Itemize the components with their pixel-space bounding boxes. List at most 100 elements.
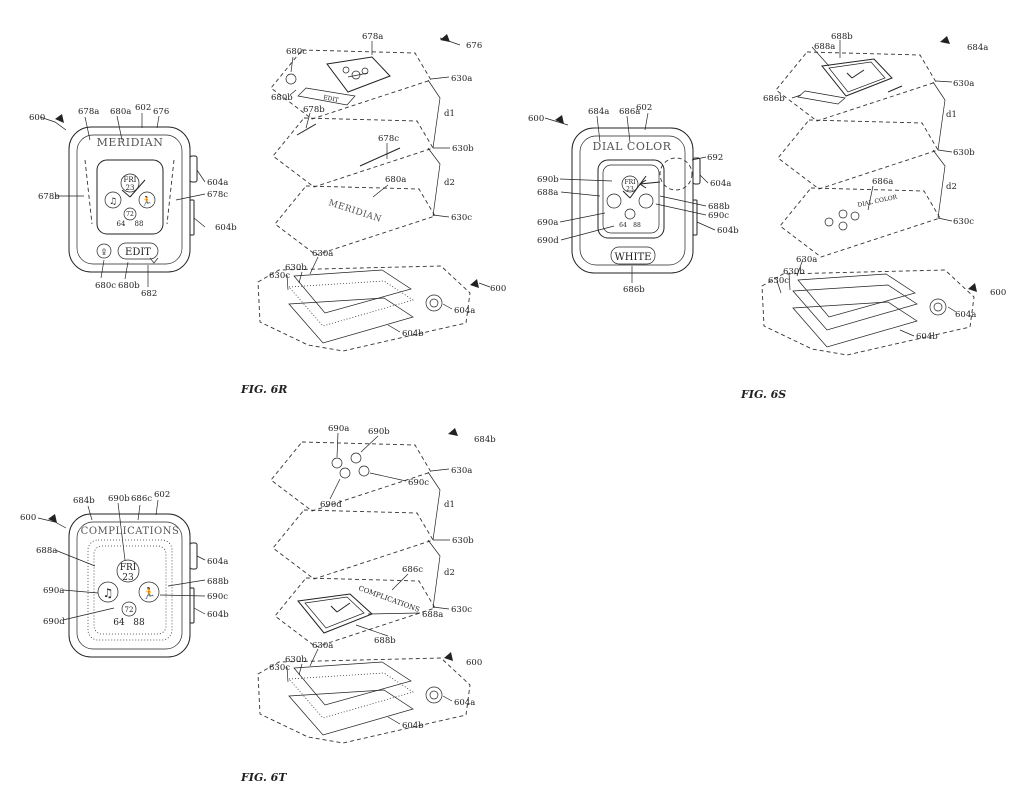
ref-684a: 684a <box>588 107 609 117</box>
ref-680c: 680c <box>286 47 307 57</box>
ref-690c: 690c <box>408 478 429 488</box>
ref-d2: d2 <box>946 182 957 192</box>
ref-602: 602 <box>135 103 151 113</box>
ref-680a: 680a <box>385 175 406 185</box>
layer-630a-face <box>326 56 391 93</box>
watch-screen <box>76 521 183 650</box>
ref-d2: d2 <box>444 178 455 188</box>
ref-690b: 690b <box>537 175 559 185</box>
dial-color-layer-text: DIAL COLOR <box>857 194 898 209</box>
ref-630a: 630a <box>451 466 472 476</box>
ref-604b: 604b <box>916 332 938 342</box>
ref-630b-b: 630b <box>285 655 307 665</box>
white-color-button[interactable] <box>610 246 656 265</box>
caption-fig-6r: FIG. 6R <box>240 383 287 396</box>
ref-678c: 678c <box>378 134 399 144</box>
ref-680b: 680b <box>118 281 140 291</box>
ref-688a: 688a <box>422 610 443 620</box>
fig-6t-watch: COMPLICATIONS FRI 23 ♫ 🏃 72 64 88 600 68… <box>20 490 229 658</box>
ref-604b: 604b <box>717 226 739 236</box>
date-text: 23 <box>122 573 134 583</box>
ref-630c-b: 630c <box>768 276 789 286</box>
ref-602: 602 <box>154 490 170 500</box>
ref-688b: 688b <box>708 202 730 212</box>
edit-layer-text: EDIT <box>323 94 340 104</box>
runner-icon: 🏃 <box>141 195 152 207</box>
ref-630a-b: 630a <box>312 249 333 259</box>
ref-678b: 678b <box>38 192 60 202</box>
ref-684b: 684b <box>73 496 95 506</box>
edge-left <box>84 159 93 225</box>
ref-678a: 678a <box>362 32 383 42</box>
ref-630b: 630b <box>452 536 474 546</box>
ref-d1: d1 <box>444 500 455 510</box>
side-button <box>189 587 195 624</box>
edge-right <box>166 159 175 225</box>
temp-low-text: 64 <box>619 222 627 229</box>
edit-button <box>297 87 356 106</box>
ref-630c: 630c <box>451 605 472 615</box>
ref-630a: 630a <box>953 79 974 89</box>
share-icon: ⇪ <box>100 248 108 258</box>
ref-604a: 604a <box>454 698 475 708</box>
ref-600: 600 <box>490 284 506 294</box>
date-complication <box>116 559 140 583</box>
dial-outer <box>297 593 373 634</box>
activity-complication <box>138 191 156 209</box>
music-complication <box>104 191 122 209</box>
ref-600: 600 <box>466 658 482 668</box>
layer-630c <box>274 185 436 256</box>
device-body <box>257 657 471 744</box>
layer-630a <box>270 441 432 512</box>
ref-604a: 604a <box>207 557 228 567</box>
share-button[interactable] <box>96 243 112 259</box>
temp-text: 72 <box>126 211 134 218</box>
edit-button[interactable] <box>117 242 159 260</box>
ref-630c-b: 630c <box>269 663 290 673</box>
watch-face-outer <box>597 159 665 239</box>
digital-crown <box>189 155 198 183</box>
ref-690c: 690c <box>207 592 228 602</box>
ref-686a: 686a <box>872 177 893 187</box>
ref-686a: 686a <box>619 107 640 117</box>
ref-680b: 680b <box>271 93 293 103</box>
ref-d2: d2 <box>444 568 455 578</box>
layer-630b <box>272 509 434 580</box>
ref-690d: 690d <box>43 617 65 627</box>
ref-678b: 678b <box>303 105 325 115</box>
day-text: FRI <box>624 179 636 186</box>
watch-body <box>68 126 191 273</box>
ref-676: 676 <box>153 107 169 117</box>
ref-600: 600 <box>990 288 1006 298</box>
dial-inner <box>304 596 365 629</box>
activity-complication <box>138 581 160 603</box>
ref-630a-b: 630a <box>796 255 817 265</box>
ref-604b: 604b <box>207 610 229 620</box>
ref-686c: 686c <box>131 494 152 504</box>
day-text: FRI <box>124 176 137 184</box>
caption-fig-6s: FIG. 6S <box>740 388 786 401</box>
ref-630b-b: 630b <box>783 267 805 277</box>
day-text: FRI <box>120 563 137 573</box>
ref-688a: 688a <box>36 546 57 556</box>
watch-body <box>68 513 191 658</box>
ref-690a: 690a <box>43 586 64 596</box>
ref-690d: 690d <box>320 500 342 510</box>
face-title: DIAL COLOR <box>593 140 672 153</box>
temp-high-text: 88 <box>133 618 145 628</box>
ref-604b: 604b <box>402 329 424 339</box>
ref-690a: 690a <box>328 424 349 434</box>
white-button <box>797 90 846 105</box>
ref-690d: 690d <box>537 236 559 246</box>
layer-630c <box>779 187 941 258</box>
digital-crown <box>189 542 198 570</box>
ref-600: 600 <box>29 113 45 123</box>
ref-602: 602 <box>636 103 652 113</box>
date-complication <box>120 173 140 193</box>
ref-686b: 686b <box>623 285 645 295</box>
ref-604a: 604a <box>207 178 228 188</box>
ref-680c: 680c <box>95 281 116 291</box>
date-text: 23 <box>626 186 634 193</box>
runner-icon: 🏃 <box>142 587 156 600</box>
ref-686c: 686c <box>402 565 423 575</box>
